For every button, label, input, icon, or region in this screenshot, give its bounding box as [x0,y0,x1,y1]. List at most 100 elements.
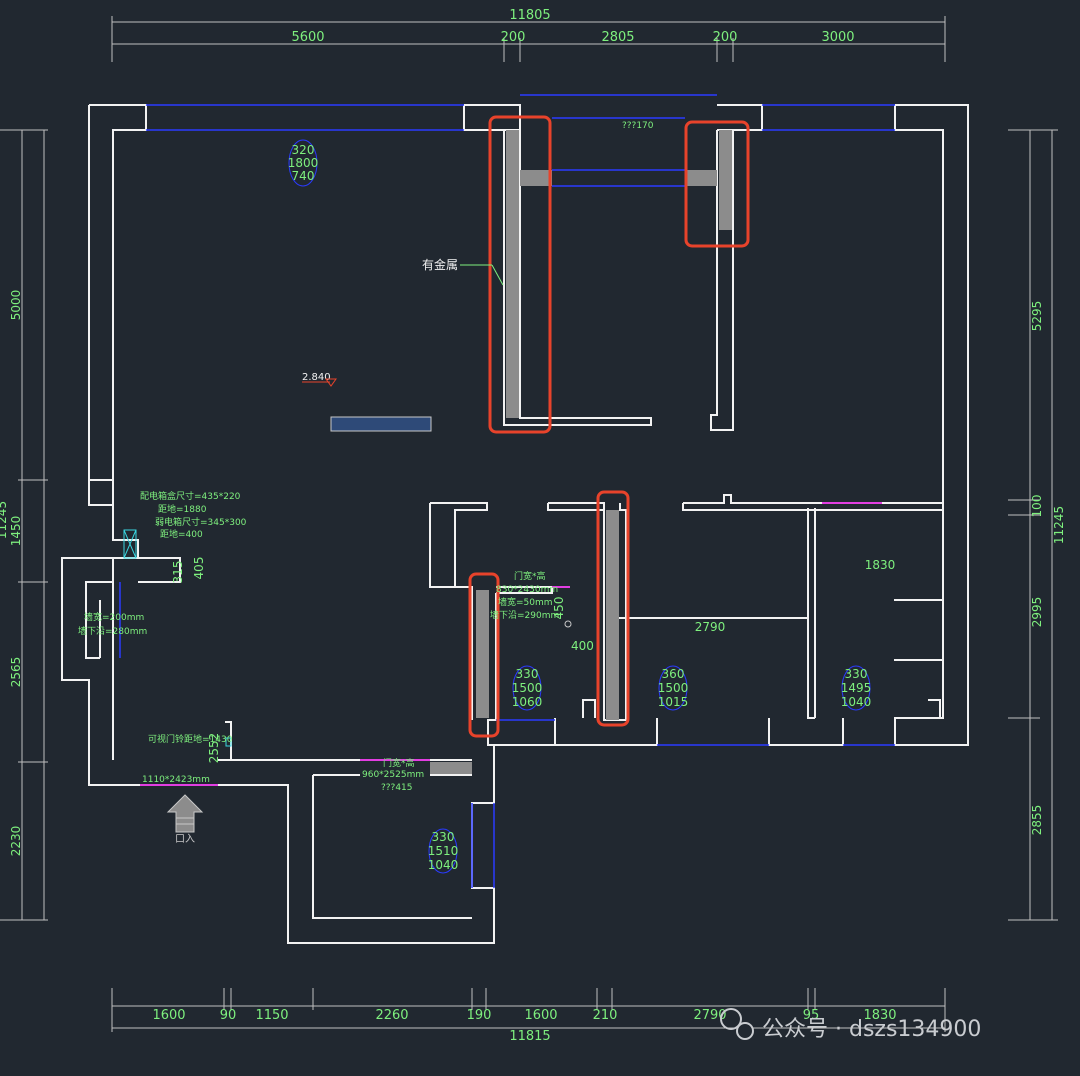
svg-text:1040: 1040 [841,695,872,709]
entrance-label: 口入 [175,834,195,845]
right-dimension-chain: 5295 100 2995 2855 11245 [1008,129,1066,921]
right-dim-4: 2855 [1030,805,1044,836]
bottom-total-dim: 11815 [509,1029,550,1044]
svg-text:960*2525mm: 960*2525mm [362,770,424,780]
svg-text:330: 330 [516,667,539,681]
left-overall-dim: 11245 [0,501,9,539]
highlight-box-4 [468,572,500,738]
svg-text:墙下沿=280mm: 墙下沿=280mm [78,625,147,637]
dim-450: 450 [552,597,566,620]
svg-text:320: 320 [292,143,315,157]
top-dim-2: 200 [501,30,526,45]
meter-box-icon [123,529,137,559]
meter-box-note: 配电箱盒尺寸=435*220 距地=1880 弱电箱尺寸=345*300 距地=… [140,490,247,540]
left-dim-1: 5000 [9,290,23,321]
highlight-boxes [468,115,750,738]
svg-text:1800: 1800 [288,156,319,170]
highlight-box-3 [596,490,630,727]
kitchen-counter-bar [330,416,432,432]
inner-door-note: 门宽*高 830*2430mm 墙宽=50mm 墙下沿=290mm [490,570,559,621]
window-size-c: 360 1500 1015 [658,665,689,711]
svg-text:1500: 1500 [512,681,543,695]
svg-text:墙下沿=290mm: 墙下沿=290mm [490,609,559,621]
bottom-dimension-chain: 1600 90 1150 2260 190 1600 210 2790 95 1… [111,988,946,1044]
watermark: 公众号 · dszs134900 [720,1008,981,1042]
right-dim-3: 2995 [1030,597,1044,628]
bottom-dim-8: 2790 [693,1008,726,1023]
svg-text:360: 360 [662,667,685,681]
top-dim-1: 5600 [291,30,324,45]
beam-dim: ???170 [622,121,654,131]
bottom-dim-5: 190 [467,1008,492,1023]
level-mark-triangle-icon [325,378,337,387]
door-markers [140,502,882,786]
svg-text:1495: 1495 [841,681,872,695]
mid-door-note: 门宽*高 960*2525mm ???415 [362,757,424,793]
svg-text:配电箱盒尺寸=435*220: 配电箱盒尺寸=435*220 [140,490,241,502]
entrance-arrow-icon: 口入 [166,794,204,845]
top-total-dim: 11805 [509,8,550,23]
svg-text:距地=1880: 距地=1880 [158,503,207,515]
wall-note: 墙宽=200mm 墙下沿=280mm [78,611,147,637]
left-dim-4: 2230 [9,826,23,857]
bottom-dim-4: 2260 [375,1008,408,1023]
level-mark: 2.840 [302,372,331,383]
svg-text:???415: ???415 [381,783,413,793]
svg-text:1040: 1040 [428,858,459,872]
bottom-dim-2: 90 [220,1008,237,1023]
highlight-box-2 [684,120,750,248]
window-size-e: 330 1510 1040 [428,828,459,874]
bottom-dim-1: 1600 [152,1008,185,1023]
svg-text:墙宽=50mm: 墙宽=50mm [498,596,553,608]
bottom-dim-10: 1830 [863,1008,896,1023]
window-size-b: 330 1500 1060 [512,665,543,711]
top-dim-5: 3000 [821,30,854,45]
svg-text:门宽*高: 门宽*高 [514,570,546,582]
window-size-a: 320 1800 740 [288,139,319,187]
right-overall-dim: 11245 [1052,506,1066,544]
top-dim-3: 2805 [601,30,634,45]
svg-text:墙宽=200mm: 墙宽=200mm [84,611,144,623]
svg-text:830*2430mm: 830*2430mm [496,585,558,595]
bottom-dim-7: 210 [593,1008,618,1023]
bottom-dim-6: 1600 [524,1008,557,1023]
room-dim-1830: 1830 [865,558,896,572]
doorbell-icon [225,737,232,747]
svg-text:弱电箱尺寸=345*300: 弱电箱尺寸=345*300 [155,516,247,528]
svg-text:330: 330 [432,830,455,844]
room-dim-2790: 2790 [695,620,726,634]
svg-text:330: 330 [845,667,868,681]
dim-2552: 2552 [207,733,221,764]
top-dim-4: 200 [713,30,738,45]
windows [119,94,895,888]
svg-text:距地=400: 距地=400 [160,528,203,540]
watermark-text: 公众号 · dszs134900 [762,1017,981,1042]
interior-walls [138,130,944,760]
highlight-box-1 [488,115,552,434]
left-dim-2: 1450 [9,516,23,547]
dim-405: 405 [192,557,206,580]
dim-315: 315 [171,561,185,584]
bottom-dim-9: 95 [803,1008,820,1023]
svg-text:门宽*高: 门宽*高 [383,757,415,769]
bottom-dim-3: 1150 [255,1008,288,1023]
svg-text:1510: 1510 [428,844,459,858]
svg-text:1500: 1500 [658,681,689,695]
svg-text:可视门铃距地=1430: 可视门铃距地=1430 [148,733,233,745]
svg-text:1060: 1060 [512,695,543,709]
svg-text:1015: 1015 [658,695,689,709]
main-door-note: 可视门铃距地=1430 1110*2423mm [142,733,233,785]
structural-columns [430,130,732,774]
metal-note: 有金属 [422,257,458,272]
top-dimension-chain: 11805 5600 200 2805 200 3000 [111,8,946,62]
svg-text:1110*2423mm: 1110*2423mm [142,775,210,785]
svg-text:740: 740 [292,169,315,183]
right-dim-1: 5295 [1030,301,1044,332]
right-dim-2: 100 [1030,495,1044,518]
dim-400: 400 [571,639,594,653]
left-dim-3: 2565 [9,657,23,688]
wechat-icon [720,1008,742,1030]
window-size-d: 330 1495 1040 [841,665,872,711]
